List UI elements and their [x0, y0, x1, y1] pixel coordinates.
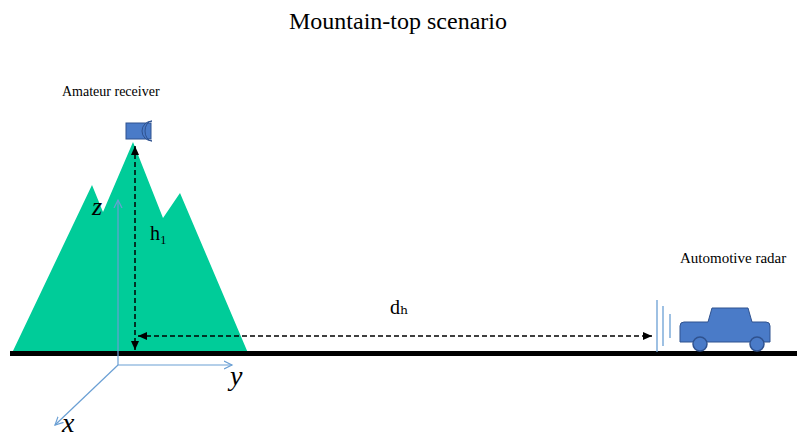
distance-dimension — [138, 335, 652, 337]
receiver-body — [126, 123, 151, 139]
ground-line — [10, 351, 797, 356]
car-wheel — [750, 337, 764, 351]
receiver-label: Amateur receiver — [62, 84, 160, 99]
dimension-label: h₁ — [150, 222, 167, 244]
radar-wave — [662, 306, 663, 346]
z-axis — [117, 200, 118, 365]
axis-label: x — [62, 408, 74, 439]
radar-label: Automotive radar — [680, 250, 786, 267]
diagram-title: Mountain-top scenario — [289, 8, 507, 34]
height-dimension — [134, 146, 136, 350]
y-axis — [118, 364, 232, 365]
receiver-dish — [142, 121, 152, 141]
car-wheel — [693, 337, 707, 351]
radar-wave — [656, 300, 657, 352]
axis-label: y — [230, 361, 242, 392]
radar-wave — [669, 314, 670, 338]
dimension-label: dₕ — [390, 296, 409, 318]
mountain — [12, 142, 248, 353]
axis-label: z — [92, 193, 102, 222]
